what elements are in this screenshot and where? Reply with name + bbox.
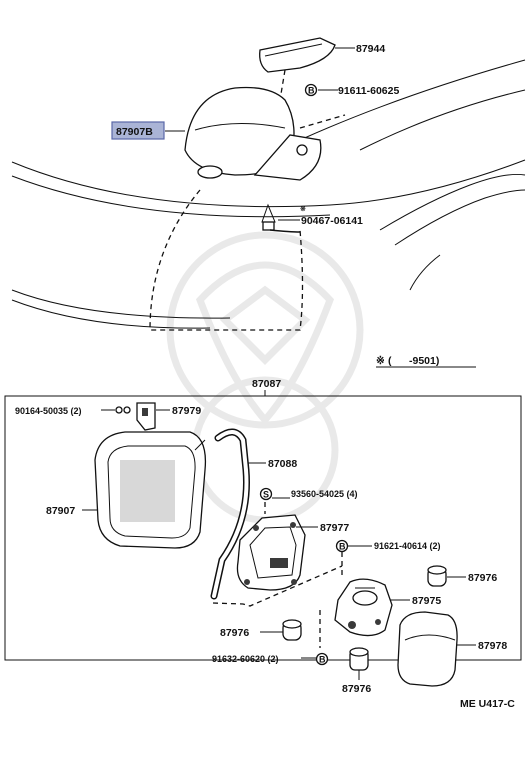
- diagram-code: ME U417-C: [460, 698, 515, 710]
- grommet-87976-c-drawing: [349, 647, 369, 671]
- cover-87944-drawing: [259, 37, 336, 73]
- body-line-bumper-2: [11, 299, 211, 329]
- bolt-leader-dashed: [299, 114, 346, 129]
- bolt-b-symbol-2: [315, 652, 329, 666]
- assembly-frame: [4, 395, 522, 661]
- callout-87907B[interactable]: 87907B: [116, 126, 153, 138]
- hose-87088-drawing: [210, 428, 250, 600]
- callout-91611-60625: 91611-60625: [338, 85, 399, 97]
- bolt-b-symbol-upper: [304, 83, 318, 97]
- callout-87976-b: 87976: [220, 627, 249, 639]
- bolt-b-letter-upper: B: [308, 86, 315, 96]
- callout-91621-40614: 91621-40614 (2): [374, 541, 441, 551]
- callout-90164-50035: 90164-50035 (2): [15, 406, 82, 416]
- callout-87978: 87978: [478, 640, 507, 652]
- reservoir-87907-drawing: [94, 431, 207, 549]
- body-line-bumper: [11, 289, 231, 319]
- body-line-fender-2: [394, 189, 526, 246]
- screw-s-letter: S: [263, 490, 269, 500]
- applicability-range: ( -9501): [388, 355, 439, 367]
- callout-87907B-highlight: [111, 121, 165, 140]
- note-mark-small: ※: [300, 205, 306, 213]
- callout-93560-54025: 93560-54025 (4): [291, 489, 358, 499]
- bracket-87979-drawing: [115, 402, 156, 431]
- callout-87979: 87979: [172, 405, 201, 417]
- bolt-b-symbol-1: [335, 539, 349, 553]
- body-line-hood: [11, 159, 526, 208]
- grommet-87976-b-drawing: [282, 619, 302, 641]
- body-line-lower: [409, 254, 441, 291]
- bolt-b-letter-1: B: [339, 542, 346, 552]
- hose-fitting: [261, 203, 301, 233]
- cover-leader-dashed: [279, 69, 286, 101]
- screw-s-symbol: [259, 487, 273, 501]
- pump-cover-87977-drawing: [236, 514, 306, 591]
- callout-87907: 87907: [46, 505, 75, 517]
- grommet-87976-a-drawing: [427, 565, 447, 587]
- body-line-hood-inner: [11, 175, 331, 218]
- callout-87976-a: 87976: [468, 572, 497, 584]
- note-mark: ※: [376, 355, 385, 367]
- body-line-roof: [299, 59, 526, 141]
- callout-87977: 87977: [320, 522, 349, 534]
- callout-90467-06141: 90467-06141: [301, 215, 363, 227]
- callout-87944: 87944: [356, 43, 385, 55]
- lower-exploded-view: [82, 402, 476, 687]
- body-line-roof-2: [359, 89, 526, 151]
- callout-91632-60620: 91632-60620 (2): [212, 654, 279, 664]
- bolt-b-letter-2: B: [319, 655, 326, 665]
- pump-87975-drawing: [334, 578, 393, 637]
- callout-87975: 87975: [412, 595, 441, 607]
- washer-hose-dashed: [149, 189, 304, 331]
- protector-87978-drawing: [397, 611, 458, 687]
- callout-87088: 87088: [268, 458, 297, 470]
- upper-vehicle-view: [11, 37, 526, 331]
- assembly-87087-label: 87087: [252, 378, 281, 390]
- reservoir-87907B-drawing: [184, 86, 322, 181]
- body-line-fender: [379, 174, 526, 231]
- callout-87976-c: 87976: [342, 683, 371, 695]
